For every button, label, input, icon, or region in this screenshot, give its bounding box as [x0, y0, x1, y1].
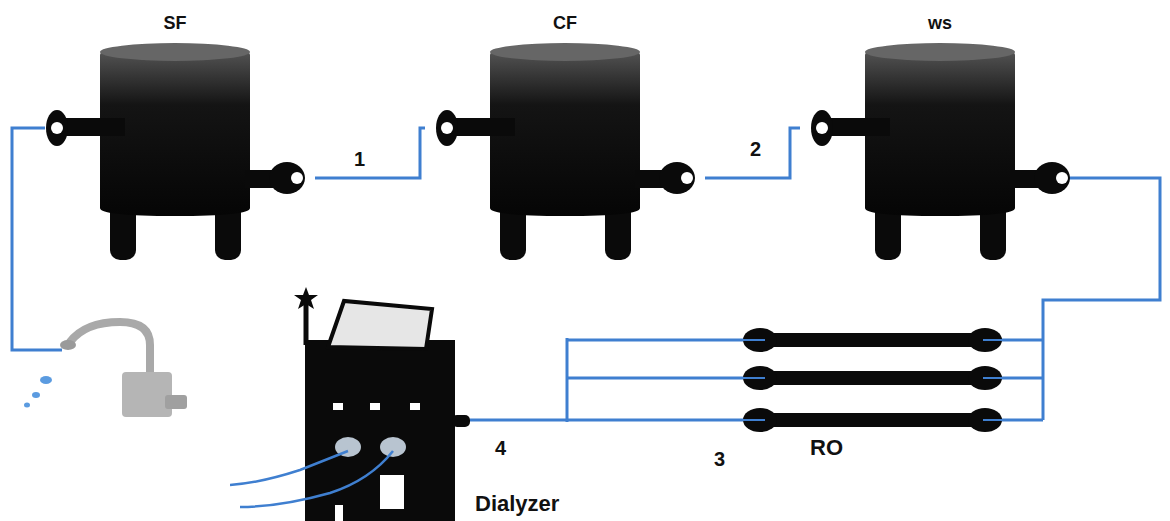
tank-symbol-part [455, 118, 515, 136]
water-drops-part [32, 392, 40, 398]
node-label: ws [865, 12, 1015, 34]
ro-membranes-part [743, 366, 777, 390]
ro-membranes-part [1042, 320, 1045, 420]
storage-tank: SF [35, 10, 315, 265]
ro-membranes-part [743, 408, 777, 432]
water-softener-tank: ws [800, 10, 1080, 265]
ro-membranes-part [983, 419, 1005, 421]
pipe-line [315, 128, 425, 178]
tank-symbol-part [1034, 162, 1070, 194]
pipe-line [470, 419, 567, 422]
tank-symbol [35, 10, 315, 265]
ro-membranes-part [567, 339, 743, 342]
tank-symbol-part [65, 118, 125, 136]
carbon-filter-tank: CF [425, 10, 705, 265]
dialysis-machine-part [335, 505, 343, 521]
callout-number: 4 [493, 437, 508, 459]
ro-membranes-part [743, 339, 765, 341]
callout-number: 1 [352, 148, 367, 170]
ro-membranes [565, 320, 1045, 470]
callout-number: 3 [712, 448, 727, 470]
tank-symbol-part [269, 162, 305, 194]
dialysis-machine [230, 285, 470, 521]
pipe-line [1043, 178, 1160, 320]
tank-symbol-part [490, 43, 640, 61]
dialysis-machine-part [230, 451, 348, 485]
dialysis-machine-part [370, 403, 380, 410]
tank-symbol-part [816, 122, 828, 134]
pipe-line [705, 128, 800, 178]
ro-membranes-part [743, 419, 765, 421]
water-drops [24, 376, 52, 408]
tank-symbol-part [51, 122, 63, 134]
dialysis-machine-part [380, 475, 404, 509]
water-pipe [470, 420, 567, 421]
dialysis-machine-part [452, 415, 470, 427]
tank-symbol-part [291, 172, 303, 184]
ro-unit: RO [565, 320, 1045, 470]
dialysis-machine-part [304, 299, 309, 345]
ro-membranes-part [750, 413, 995, 427]
tank-symbol-part [46, 110, 68, 146]
water-pipe [1043, 178, 1160, 320]
dialysis-machine-part [380, 437, 406, 457]
faucet-symbol-part [122, 372, 172, 417]
tank-symbol-part [436, 110, 458, 146]
node-label: Dialyzer [475, 491, 559, 517]
dialyzer-machine: Dialyzer [230, 285, 470, 521]
ro-membranes-part [983, 377, 1005, 379]
tank-symbol-part [830, 118, 890, 136]
water-pipe [705, 128, 800, 178]
tank-symbol [425, 10, 705, 265]
tank-symbol-part [865, 43, 1015, 61]
ro-membranes-part [750, 333, 995, 347]
faucet-symbol [60, 322, 187, 417]
ro-membranes-part [983, 339, 1005, 341]
ro-membranes-part [567, 377, 743, 380]
tank-symbol-part [1056, 172, 1068, 184]
ro-membranes-part [743, 328, 777, 352]
ro-membranes-part [750, 371, 995, 385]
dialysis-machine-part [328, 301, 432, 349]
dialysis-machine-part [240, 451, 393, 507]
ro-membranes-part [743, 377, 765, 379]
node-label: SF [100, 12, 250, 34]
water-drops-part [40, 376, 52, 384]
inlet-pipe [12, 128, 62, 350]
node-label: CF [490, 12, 640, 34]
callout-number: 2 [748, 138, 763, 160]
water-pipe [315, 128, 425, 178]
water-drops-part [24, 403, 30, 408]
node-label: RO [810, 435, 843, 461]
tank-symbol-part [811, 110, 833, 146]
ro-membranes-part [566, 338, 569, 422]
faucet-symbol-part [60, 340, 76, 350]
ro-membranes-part [567, 419, 743, 422]
tank-symbol-part [681, 172, 693, 184]
tank-symbol-part [659, 162, 695, 194]
faucet-symbol-part [165, 395, 187, 409]
tank-symbol [800, 10, 1080, 265]
tank-symbol-part [441, 122, 453, 134]
tank-symbol-part [100, 43, 250, 61]
dialysis-machine-part [410, 403, 420, 410]
dialysis-machine-part [333, 403, 343, 410]
dialysis-machine-part [294, 287, 318, 309]
